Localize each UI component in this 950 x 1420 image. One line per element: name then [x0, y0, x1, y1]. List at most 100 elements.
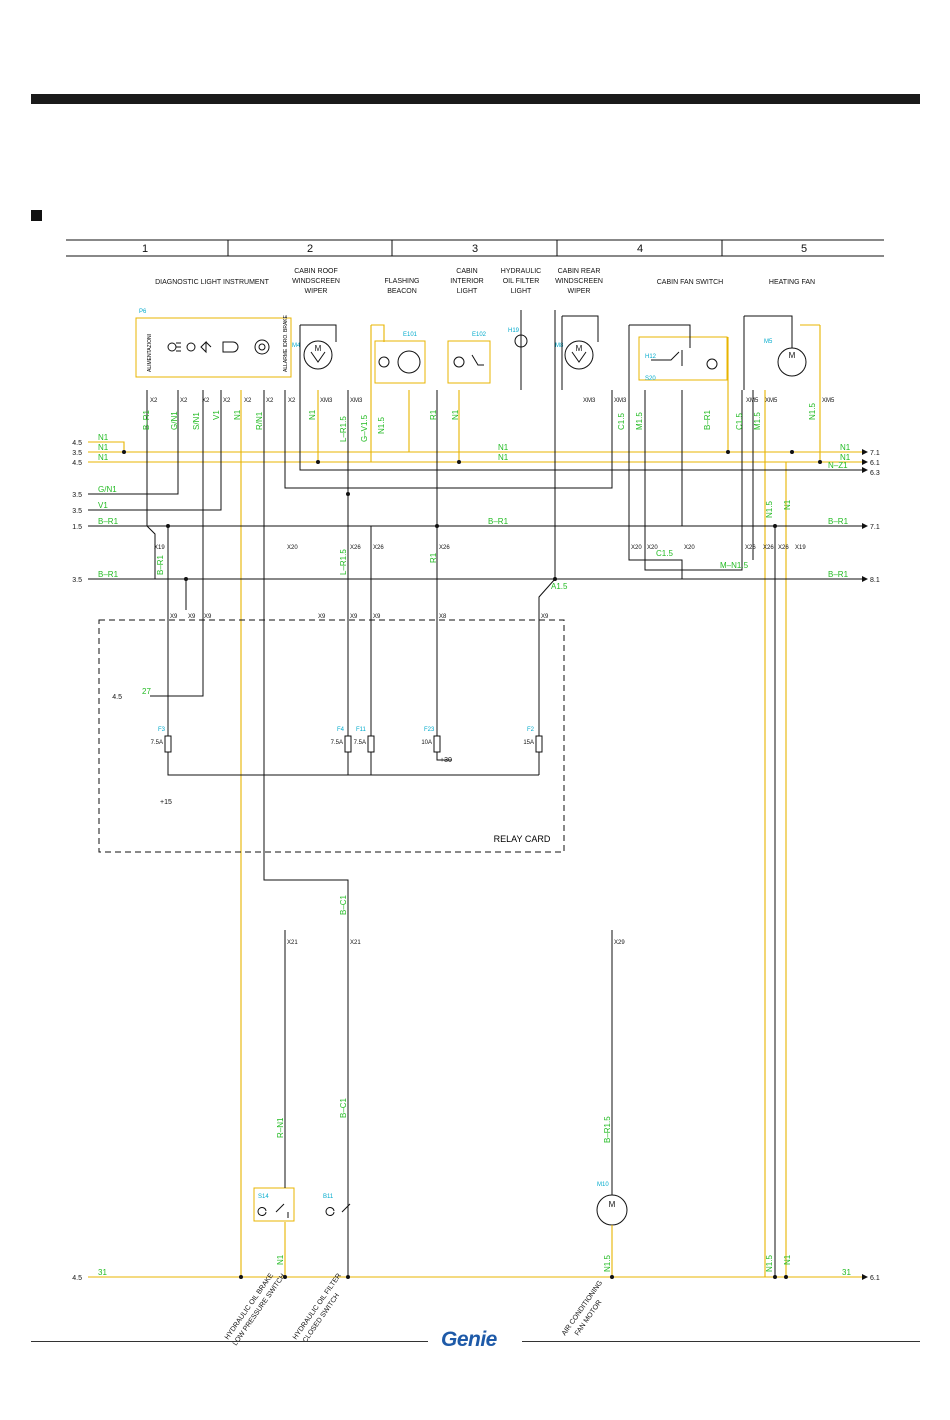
conn-x26-e: X26	[763, 545, 774, 551]
label-b11-line1: HYDRAULIC OIL FILTER	[292, 1272, 343, 1341]
conn-x9-e: X9	[350, 614, 358, 620]
wire-br1-c: B–R1	[828, 517, 849, 526]
beacon-motor-icon	[397, 350, 421, 374]
black-wires	[88, 310, 862, 1277]
tag-h19: H19	[508, 328, 520, 334]
conn-x9-d: X9	[318, 614, 326, 620]
tag-f4: F4	[337, 727, 345, 733]
relay-card-outline	[98, 619, 565, 853]
interior-lamp-icon	[453, 356, 465, 368]
ref-right-2: 6.1	[870, 460, 880, 467]
wire-br1-b: B–R1	[488, 517, 509, 526]
tag-p6: P6	[139, 309, 147, 315]
tag-m4: M4	[292, 343, 301, 349]
m8-wiper-arm	[571, 351, 587, 363]
fuse-f4	[344, 735, 352, 753]
wire-br1-e: B–R1	[828, 570, 849, 579]
section-filter-3: LIGHT	[511, 288, 532, 295]
ref-left-6: 1.5	[72, 524, 82, 531]
conn-xm5-c: XM5	[822, 398, 835, 404]
m5-motor-m: M	[789, 351, 796, 360]
section-rear-wiper-1: CABIN REAR	[558, 268, 601, 275]
conn-x9-f: X9	[373, 614, 381, 620]
fan-switch-lamp-icon	[706, 358, 718, 370]
wire-v-n15: N1.5	[377, 417, 386, 434]
tag-s20: S20	[645, 376, 656, 382]
conn-xm3-b: XM3	[350, 398, 363, 404]
fuse-f2-rating: 15A	[523, 740, 534, 746]
ref-left-5: 3.5	[72, 508, 82, 515]
ref-left-4: 3.5	[72, 492, 82, 499]
header-bar	[31, 94, 920, 104]
section-beacon-2: BEACON	[387, 288, 417, 295]
wire-v-v1: V1	[212, 410, 221, 420]
section-filter-2: OIL FILTER	[503, 278, 540, 285]
ref-left-7: 3.5	[72, 577, 82, 584]
wire-v1: V1	[98, 501, 108, 510]
m10-motor-m: M	[609, 1200, 616, 1209]
wire-v-n1-c: N1	[451, 409, 460, 420]
wire-v-rn1: R/N1	[255, 411, 264, 430]
tag-m5: M5	[764, 339, 773, 345]
m8-motor-m: M	[576, 344, 583, 353]
wire-v-br15: B–R1.5	[603, 1116, 612, 1143]
wire-n1-g: N1	[840, 453, 851, 462]
tag-b11: B11	[323, 1194, 334, 1200]
wire-v-br1-b: B–R1	[156, 554, 165, 575]
wire-n1-a: N1	[98, 433, 109, 442]
conn-x26-c: X26	[439, 545, 450, 551]
wire-gn1: G/N1	[98, 485, 117, 494]
m4-wiper-arm	[310, 351, 326, 363]
conn-x2-a: X2	[150, 398, 158, 404]
section-beacon-1: FLASHING	[384, 278, 419, 285]
section-rear-wiper-2: WINDSCREEN	[555, 278, 603, 285]
conn-x19-b: X19	[795, 545, 806, 551]
conn-x21-b: X21	[350, 940, 361, 946]
wire-n1-f: N1	[840, 443, 851, 452]
fuse-f23	[433, 735, 441, 753]
section-bullet	[31, 210, 42, 221]
conn-xm5-a: XM5	[746, 398, 759, 404]
conn-x2-d: X2	[223, 398, 231, 404]
conn-x20-c: X20	[647, 545, 658, 551]
panel-left-label: ALIMENTAZIONI	[147, 334, 153, 372]
column-header	[66, 239, 884, 257]
brand-logo: Genie	[441, 1328, 497, 1351]
wire-31-left: 31	[98, 1268, 107, 1277]
beacon-lamp-icon	[378, 356, 390, 368]
section-roof-wiper-1: CABIN ROOF	[294, 268, 338, 275]
fuse-f23-rating: 10A	[421, 740, 432, 746]
tag-f3: F3	[158, 727, 166, 733]
footer-rule-left	[31, 1341, 428, 1342]
tag-f23: F23	[424, 727, 435, 733]
b11-filter-switch-icon	[325, 1203, 351, 1216]
fuse-f3	[164, 735, 172, 753]
wire-v-n15-b: N1.5	[808, 403, 817, 420]
column-5: 5	[801, 243, 807, 255]
fuse-f2	[535, 735, 543, 753]
conn-x20-a: X20	[287, 545, 298, 551]
ref-right-6: 6.1	[870, 1275, 880, 1282]
fuse-f3-rating: 7.5A	[151, 740, 163, 746]
interior-light-box	[447, 340, 491, 384]
wire-br1-a: B–R1	[98, 517, 119, 526]
fuse-f11	[367, 735, 375, 753]
ref-left-1: 4.5	[72, 440, 82, 447]
tag-e102: E102	[472, 332, 487, 338]
fan-switch-contact-icon	[651, 350, 683, 366]
conn-x20-b: X20	[631, 545, 642, 551]
ref-plus15: +15	[160, 799, 172, 806]
m4-wiper-motor-icon	[303, 340, 333, 370]
conn-x9-c: X9	[204, 614, 212, 620]
ref-right-4: 7.1	[870, 524, 880, 531]
conn-x2-e: X2	[244, 398, 252, 404]
wire-v-lr15: L–R1.5	[339, 416, 348, 442]
wire-n1-e: N1	[498, 453, 509, 462]
fuse-f4-rating: 7.5A	[331, 740, 343, 746]
wire-v-bc1-a: B–C1	[339, 894, 348, 915]
wire-v-lr15-b: L–R1.5	[339, 549, 348, 575]
tag-m10: M10	[597, 1182, 609, 1188]
conn-x19-a: X19	[154, 545, 165, 551]
conn-xm3-d: XM3	[614, 398, 627, 404]
conn-x26-f: X26	[778, 545, 789, 551]
